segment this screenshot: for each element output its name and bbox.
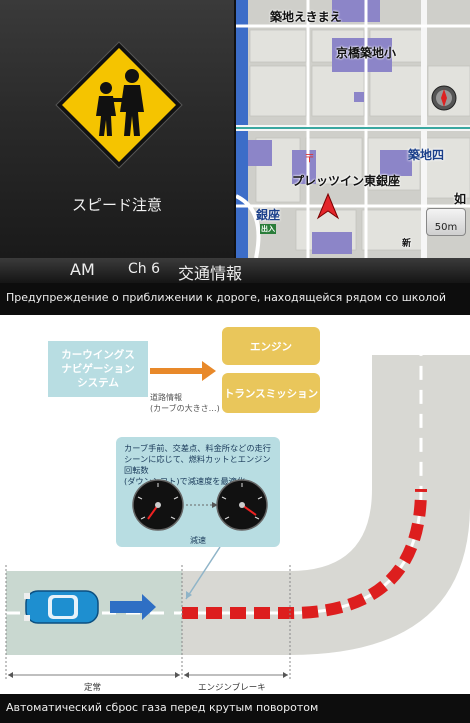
map-panel[interactable]: 〒 築地えきまえ 京橋築地小 築地四 プレッツイン東銀座 銀座 出入 如 新 5… [236,0,470,258]
caption-bottom: Автоматический сброс газа перед крутым п… [0,694,470,723]
warning-caption: スピード注意 [71,196,162,214]
normal-zone-label: 定常 [84,683,102,693]
radio-channel: Ch 6 [128,261,161,277]
map-label-tsukiji4: 築地四 [408,148,445,162]
scale-button[interactable]: 50m [426,208,466,236]
callout-text: カーブ手前、交差点、料金所などの走行 シーンに応じて、燃料カットとエンジン回転数… [124,443,274,487]
nav-box-line: カーウイングス [61,349,135,361]
map-label-shin: 新 [402,239,412,249]
engine-box: エンジン [222,327,320,365]
map-label-entrance: 出入 [260,224,276,234]
nav-box-line: システム [77,377,119,389]
radio-bar: AM Ch 6 交通情報 [0,258,470,283]
map-label-ginza: 銀座 [256,208,281,222]
callout-line: カーブ手前、交差点、料金所などの走行 [124,443,271,453]
svg-text:〒: 〒 [304,152,315,165]
callout-line: (ダウンシフト)で減速度を最適化 [124,476,246,486]
navigation-system-box: カーウイングス ナビゲーション システム [48,341,148,397]
nav-screen: スピード注意 [0,0,470,283]
map-label-pressin: プレッツイン東銀座 [292,174,401,188]
map-label-school: 京橋築地小 [336,46,397,60]
nav-box-line: ナビゲーション [61,363,135,375]
radio-program: 交通情報 [178,264,243,283]
gauge-before-icon [132,479,184,531]
map-label-edge: 如 [454,192,467,206]
tachometer-gauges [132,479,268,531]
road-info-label: 道路情報 (カーブの大きさ…) [150,392,220,414]
gauge-after-icon [216,479,268,531]
warning-panel: スピード注意 [0,0,234,258]
transmission-box: トランスミッション [222,373,320,413]
decel-label: 減速 [190,536,206,545]
deceleration-diagram: カーウイングス ナビゲーション システム エンジン トランスミッション 道路情報… [0,315,470,694]
road-info-line: 道路情報 [150,393,182,402]
caption-top: Предупреждение о приближении к дороге, н… [0,283,470,315]
car-icon [24,590,99,624]
road-info-line: (カーブの大きさ…) [150,404,220,413]
engine-brake-zone-label: エンジンブレーキ [198,683,266,693]
school-zone-sign-icon [55,41,183,169]
map-label-tsukiji-ekimae: 築地えきまえ [270,10,342,24]
deceleration-callout: カーブ手前、交差点、料金所などの走行 シーンに応じて、燃料カットとエンジン回転数… [116,437,280,547]
road-graphic [5,355,470,680]
callout-line: シーンに応じて、燃料カットとエンジン回転数 [124,454,271,475]
radio-band: AM [70,260,95,279]
